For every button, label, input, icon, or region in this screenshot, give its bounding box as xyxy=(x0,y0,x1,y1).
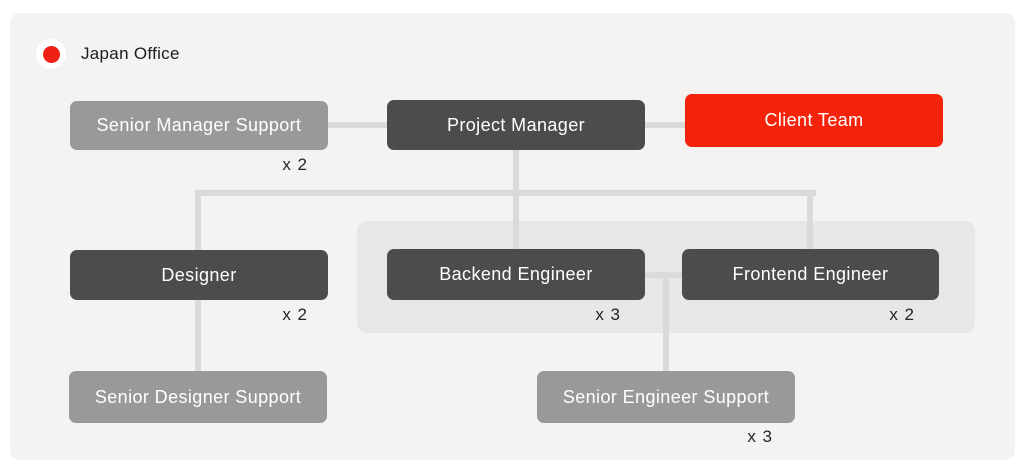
node-backend-engineer: Backend Engineer xyxy=(387,249,645,300)
multiplier-senior-engineer-support: x 3 xyxy=(747,427,773,446)
node-label: Senior Manager Support xyxy=(96,115,302,135)
node-frontend-engineer: Frontend Engineer xyxy=(682,249,939,300)
node-client-team: Client Team xyxy=(685,94,943,147)
multiplier-designer: x 2 xyxy=(282,305,308,324)
node-label: Backend Engineer xyxy=(439,264,593,284)
legend-dot-icon xyxy=(36,39,66,69)
connector-support-to-pm xyxy=(328,122,387,128)
node-label: Designer xyxy=(161,264,237,285)
legend-label: Japan Office xyxy=(81,44,180,63)
node-senior-manager-support: Senior Manager Support xyxy=(70,101,328,150)
node-label: Frontend Engineer xyxy=(732,264,889,284)
connector-frontend-drop xyxy=(807,193,813,250)
multiplier-backend-engineer: x 3 xyxy=(595,305,621,324)
multiplier-frontend-engineer: x 2 xyxy=(889,305,915,324)
node-project-manager: Project Manager xyxy=(387,100,645,150)
node-label: Project Manager xyxy=(446,114,586,135)
connector-horizontal-bus xyxy=(195,190,816,196)
node-designer: Designer xyxy=(70,250,328,300)
node-label: Client Team xyxy=(764,110,864,130)
node-label: Senior Designer Support xyxy=(94,386,302,407)
connector-pm-to-client xyxy=(645,122,685,128)
connector-pm-drop xyxy=(513,150,519,250)
node-senior-engineer-support: Senior Engineer Support xyxy=(537,371,795,423)
node-label: Senior Engineer Support xyxy=(562,386,770,407)
connector-engineer-support-drop xyxy=(663,275,669,371)
node-senior-designer-support: Senior Designer Support xyxy=(69,371,327,423)
org-chart-card: Japan Office Senior Manager Support Proj… xyxy=(10,13,1015,460)
multiplier-senior-manager-support: x 2 xyxy=(282,155,308,174)
legend: Japan Office xyxy=(36,39,180,69)
